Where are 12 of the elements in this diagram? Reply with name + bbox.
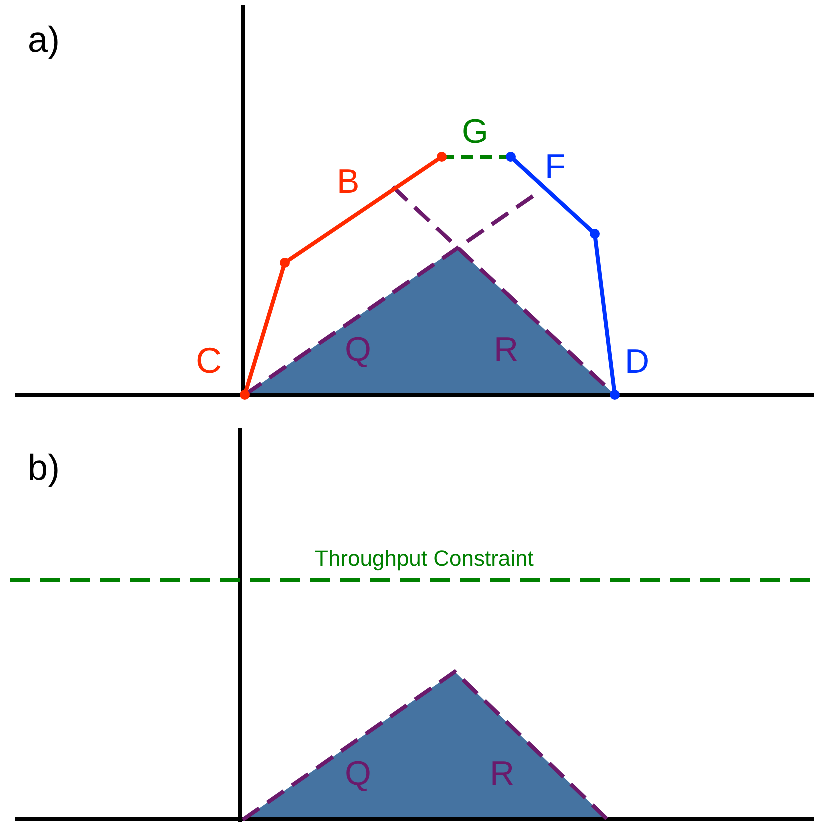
point-label: F: [545, 150, 566, 184]
point-label: C: [196, 343, 222, 379]
constraint-label: Throughput Constraint: [315, 548, 534, 570]
region-label: R: [494, 333, 519, 367]
point-label: G: [462, 115, 488, 149]
panel-label: a): [28, 22, 60, 58]
region-label: Q: [345, 757, 372, 791]
region-label: R: [490, 757, 515, 791]
point-label: D: [625, 345, 650, 379]
point-label: B: [337, 165, 360, 199]
panel-label: b): [28, 450, 60, 486]
region-label: Q: [345, 333, 372, 367]
